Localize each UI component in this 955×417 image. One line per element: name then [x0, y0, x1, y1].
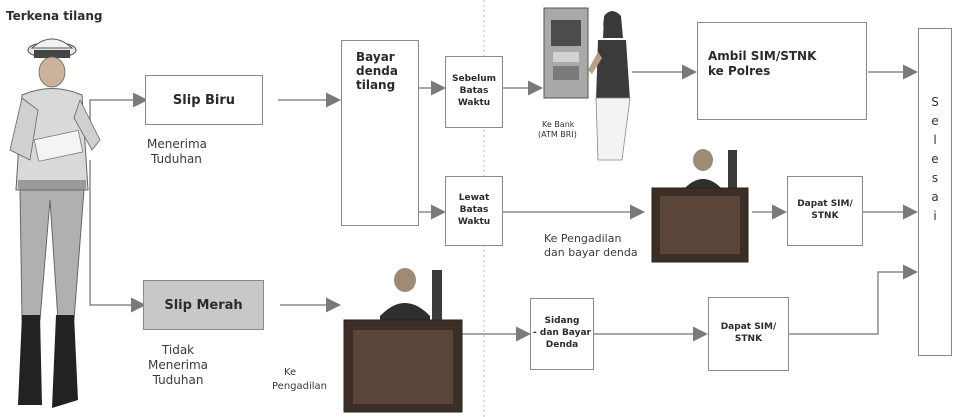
slip-merah-box: Slip Merah — [143, 280, 264, 330]
lewat-batas-box: Lewat Batas Waktu — [445, 176, 503, 246]
pengadilan-bayar-caption: Ke Pengadilan dan bayar denda — [544, 232, 638, 261]
bayar-line: Bayar — [356, 50, 395, 64]
slip-merah-caption: Tidak Menerima Tuduhan — [148, 343, 208, 388]
selesai-letter: i — [933, 209, 937, 223]
caption-line: Menerima — [148, 358, 209, 372]
slip-biru-caption: Menerima Tuduhan — [147, 137, 207, 167]
selesai-letter: l — [933, 133, 937, 147]
ambil-sim-box: Ambil SIM/STNK ke Polres — [697, 22, 867, 120]
dapat-line: STNK — [811, 211, 839, 221]
dapat-line: Dapat SIM/ — [720, 322, 777, 333]
bayar-line: denda — [356, 63, 398, 78]
arrow-to-slip-merah — [89, 160, 146, 313]
page-title: Terkena tilang — [6, 9, 103, 23]
selesai-letter: e — [931, 152, 939, 166]
bayar-line: tilang — [356, 77, 396, 92]
caption-line: Menerima — [147, 137, 208, 151]
ke-pengadilan-line: Ke — [284, 367, 297, 378]
bayar-denda-box: Bayar denda tilang — [341, 40, 419, 226]
pengadilan-line: dan bayar denda — [544, 246, 638, 260]
selesai-letter: a — [931, 190, 939, 204]
sidang-line: Denda — [545, 339, 579, 350]
lewat-line: Waktu — [457, 216, 491, 227]
slip-biru-label: Slip Biru — [172, 92, 236, 108]
caption-line: Tidak — [161, 343, 195, 357]
arrow-to-slip-biru — [89, 92, 148, 135]
bank-line: (ATM BRI) — [538, 130, 577, 139]
arrow-dapat-lower-selesai — [788, 264, 918, 335]
lewat-line: Batas — [459, 205, 489, 216]
selesai-letter: S — [931, 95, 939, 109]
dapat-line: STNK — [734, 334, 763, 344]
lewat-line: Lewat — [458, 193, 490, 204]
sidang-line: Sidang — [544, 316, 580, 327]
sebelum-line: Waktu — [457, 97, 491, 108]
selesai-letter: e — [931, 114, 939, 128]
bank-line: Ke Bank — [542, 120, 575, 129]
dapat-sim-upper-box: Dapat SIM/ STNK — [787, 176, 863, 246]
caption-line: Tuduhan — [152, 373, 204, 387]
ke-pengadilan-caption: Ke Pengadilan — [272, 366, 327, 393]
caption-line: Tuduhan — [151, 152, 202, 166]
pengadilan-line: Ke Pengadilan — [544, 232, 622, 245]
ambil-line: ke Polres — [708, 64, 771, 78]
slip-merah-label: Slip Merah — [164, 297, 243, 313]
slip-biru-box: Slip Biru — [145, 75, 263, 125]
sebelum-line: Sebelum — [451, 74, 496, 85]
ke-pengadilan-line: Pengadilan — [272, 380, 328, 392]
ambil-line: Ambil SIM/STNK — [708, 49, 817, 63]
sebelum-line: Batas — [459, 86, 489, 97]
selesai-letter: s — [931, 171, 939, 185]
sebelum-batas-box: Sebelum Batas Waktu — [445, 56, 503, 128]
dapat-line: Dapat SIM/ — [797, 199, 853, 210]
sidang-box: Sidang - dan Bayar Denda — [530, 298, 594, 370]
bank-caption: Ke Bank (ATM BRI) — [538, 120, 577, 140]
dapat-sim-lower-box: Dapat SIM/ STNK — [708, 297, 789, 371]
sidang-line: - dan Bayar — [533, 328, 591, 339]
